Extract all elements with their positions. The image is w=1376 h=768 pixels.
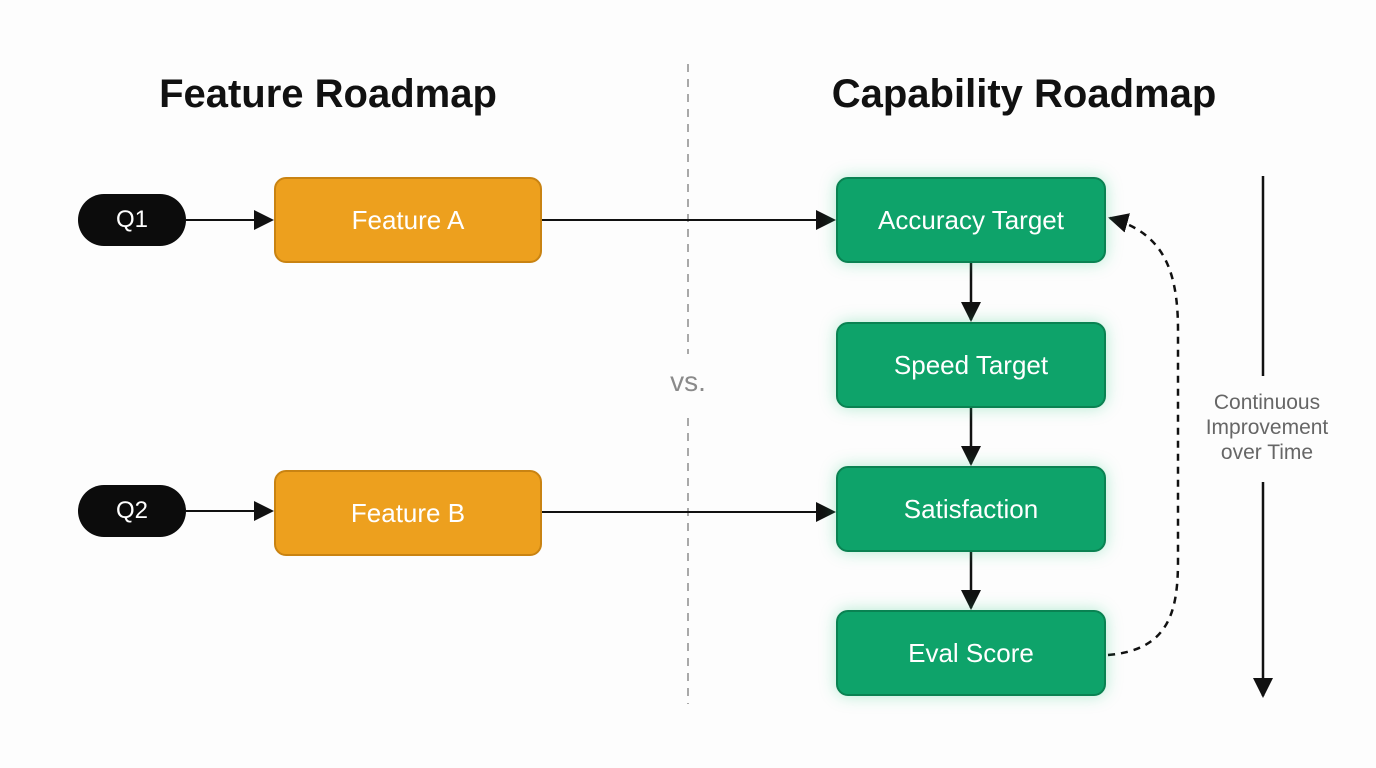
label-line: Improvement <box>1205 416 1329 439</box>
continuous-improvement-label: Continuous Improvement over Time <box>1184 390 1350 465</box>
versus-label: vs. <box>670 366 706 397</box>
feature-b-box: Feature B <box>274 470 542 556</box>
satisfaction-box: Satisfaction <box>836 466 1106 552</box>
quarter-pill-q1: Q1 <box>78 194 186 246</box>
accuracy-target-box: Accuracy Target <box>836 177 1106 263</box>
label-line: Continuous <box>1213 391 1321 414</box>
eval-score-box: Eval Score <box>836 610 1106 696</box>
capability-roadmap-title: Capability Roadmap <box>831 72 1217 116</box>
label-line: over Time <box>1220 441 1314 464</box>
feature-roadmap-title: Feature Roadmap <box>159 72 497 116</box>
speed-target-box: Speed Target <box>836 322 1106 408</box>
quarter-pill-q2: Q2 <box>78 485 186 537</box>
feedback-loop-arrow <box>1107 213 1180 657</box>
feature-a-box: Feature A <box>274 177 542 263</box>
